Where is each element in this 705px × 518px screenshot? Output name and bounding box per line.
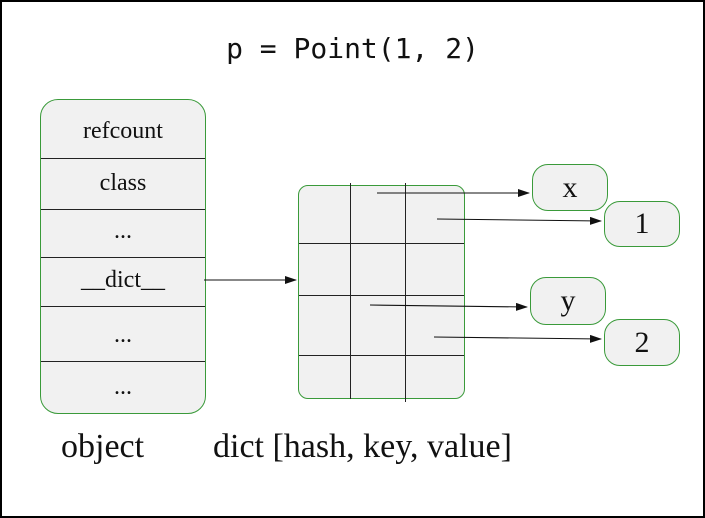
- field-separator: [41, 158, 205, 159]
- object-struct-box: refcount class ... __dict__ ... ...: [40, 99, 206, 414]
- dict-table-box: [298, 183, 465, 402]
- field-separator: [41, 209, 205, 210]
- dict-column-divider: [350, 183, 351, 399]
- field-ellipsis: ...: [114, 374, 132, 400]
- field-separator: [41, 257, 205, 258]
- field-refcount: refcount: [83, 118, 163, 144]
- field-ellipsis: ...: [114, 218, 132, 244]
- field-separator: [41, 361, 205, 362]
- dict-row-divider: [299, 243, 464, 244]
- value-1-box: 1: [604, 201, 680, 247]
- field-dict: __dict__: [81, 267, 165, 293]
- key-x-box: x: [532, 164, 608, 211]
- value-1-pointer-arrow: [436, 216, 602, 225]
- code-title: p = Point(1, 2): [226, 32, 479, 65]
- value-2-box: 2: [604, 319, 680, 366]
- object-caption: object: [61, 428, 145, 465]
- dict-caption: dict [hash, key, value]: [213, 428, 512, 465]
- field-class: class: [99, 170, 147, 196]
- dict-row-divider: [299, 355, 464, 356]
- key-y-pointer-arrow: [369, 302, 528, 311]
- dict-row-divider: [299, 295, 464, 296]
- value-2-pointer-arrow: [433, 334, 602, 343]
- field-ellipsis: ...: [114, 322, 132, 348]
- key-y-box: y: [530, 277, 606, 325]
- dict-column-divider: [405, 183, 406, 402]
- field-separator: [41, 306, 205, 307]
